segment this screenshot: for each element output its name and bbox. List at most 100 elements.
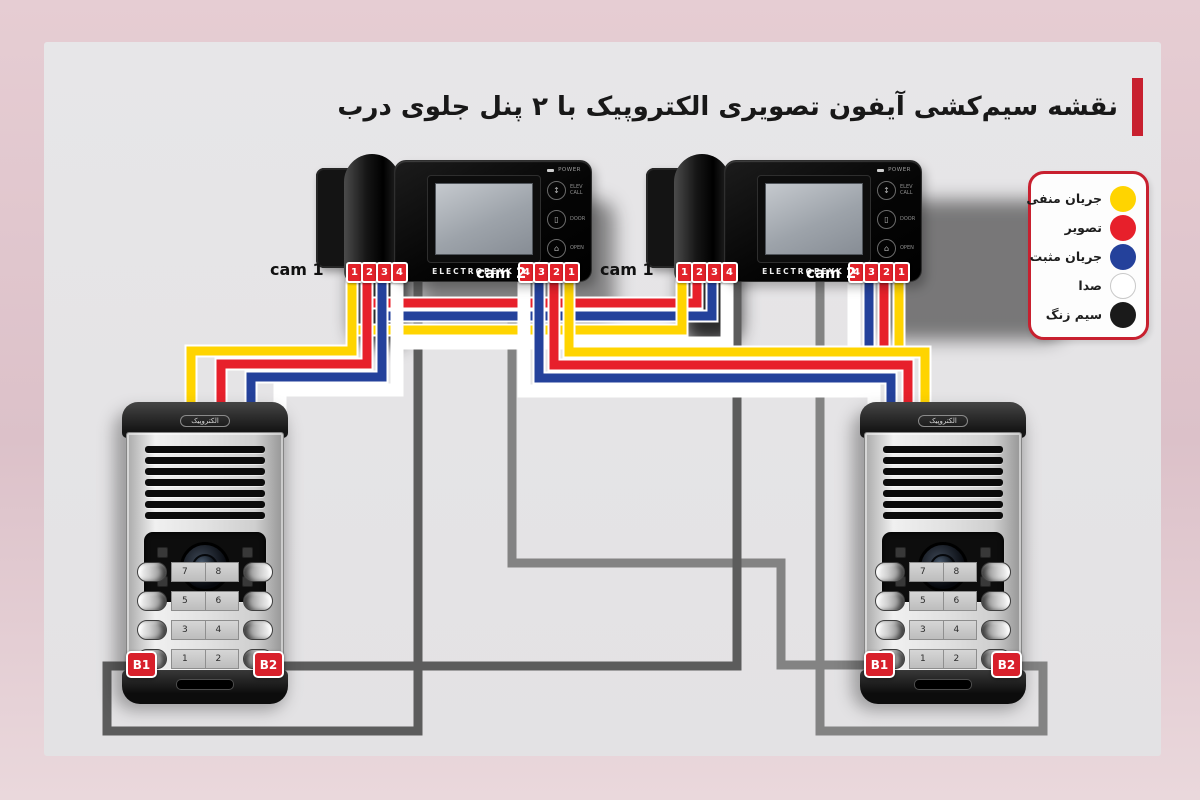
grille-slat — [145, 468, 265, 475]
call-button — [981, 562, 1011, 582]
door-panel-brand: الکتروپیک — [180, 414, 230, 428]
monitor-button-label: ELEV CALL — [900, 183, 913, 196]
cam1-terminal-4: 4 — [391, 262, 408, 283]
indoor-monitor-2: POWER ↕ELEV CALL▯DOOR⌂OPEN ELECTROPEYK c… — [600, 152, 922, 284]
bell-wire-panel1-b2 — [268, 268, 742, 671]
monitor-brand: ELECTROPEYK — [762, 267, 844, 276]
monitor-button-label: OPEN — [900, 244, 914, 251]
door-icon: ▯ — [877, 210, 896, 229]
monitor-brand: ELECTROPEYK — [432, 267, 514, 276]
black-wire-dot-icon — [1110, 301, 1136, 328]
unit-number: 5 — [182, 596, 188, 606]
grille-slat — [883, 501, 1003, 508]
speaker-slot — [914, 679, 972, 690]
unit-number: 6 — [204, 592, 239, 610]
door-panel-brand: الکتروپیک — [918, 414, 968, 428]
legend-item: تصویر — [1041, 213, 1136, 242]
bell-wire-panel2-b2 — [815, 268, 1048, 736]
grille-slat — [145, 457, 265, 464]
monitor-buttons: ↕ELEV CALL ▯ DOOR ⌂ OPEN — [547, 181, 591, 268]
unit-number: 1 — [182, 654, 188, 664]
power-indicator: POWER — [547, 167, 581, 173]
monitor-button: ▯ DOOR — [547, 210, 591, 229]
monitor-screen-bezel — [757, 175, 871, 263]
open-lock-icon: ⌂ — [547, 239, 566, 258]
monitor-screen — [435, 183, 533, 255]
cam1-terminal-4: 4 — [721, 262, 738, 283]
call-button — [981, 591, 1011, 611]
unit-number: 3 — [182, 625, 188, 635]
monitor-button: ⌂ OPEN — [547, 239, 591, 258]
speaker-grille — [145, 446, 265, 523]
monitor-button-label: ELEV CALL — [570, 183, 583, 196]
monitor-button-label: DOOR — [570, 215, 586, 222]
grille-slat — [145, 512, 265, 519]
call-button — [243, 591, 273, 611]
cam2-terminal-4: 4 — [518, 262, 535, 283]
legend-label: جریان منفی — [1026, 191, 1102, 206]
legend-label: سیم زنگ — [1045, 307, 1102, 322]
cam2-label: cam 2 — [806, 264, 857, 282]
bell-wire-panel1-b1 — [102, 268, 423, 736]
cam2-terminal-4: 4 — [848, 262, 865, 283]
monitor-handset — [674, 154, 730, 282]
red-wire-dot-icon — [1110, 214, 1136, 241]
monitor-button-label: DOOR — [900, 215, 916, 222]
monitor-buttons: ↕ELEV CALL▯DOOR⌂OPEN — [877, 181, 921, 268]
cam1-label: cam 1 — [270, 260, 324, 279]
unit-number: 2 — [942, 650, 977, 668]
legend-item: جریان منفی — [1026, 184, 1136, 213]
monitor-button: ↕ELEV CALL — [547, 181, 591, 200]
call-button — [137, 562, 167, 582]
grille-slat — [883, 446, 1003, 453]
monitor-screen — [765, 183, 863, 255]
monitor-button-label: OPEN — [570, 244, 584, 251]
unit-number: 2 — [204, 650, 239, 668]
unit-number: 4 — [942, 621, 977, 639]
terminal-b1-badge: B1 — [864, 651, 895, 678]
unit-number: 7 — [920, 567, 926, 577]
legend-item: جریان مثبت — [1030, 242, 1136, 271]
unit-number: 7 — [182, 567, 188, 577]
video-bus-cam2 — [549, 268, 913, 435]
monitor-button: ▯ DOOR — [877, 210, 921, 229]
grille-slat — [883, 512, 1003, 519]
page-title: نقشه سیم‌کشی آیفون تصویری الکتروپیک با ۲… — [337, 92, 1118, 122]
call-button — [137, 620, 167, 640]
cam1-label: cam 1 — [600, 260, 654, 279]
call-button — [243, 562, 273, 582]
power-led-icon — [547, 168, 555, 172]
power-label: POWER — [558, 167, 581, 173]
door-icon: ▯ — [547, 210, 566, 229]
title-accent-bar — [1132, 78, 1143, 136]
grille-slat — [145, 490, 265, 497]
monitor-body: POWER ↕ELEV CALL▯DOOR⌂OPEN ELECTROPEYK — [724, 160, 922, 282]
call-button — [875, 620, 905, 640]
legend-label: تصویر — [1064, 220, 1102, 235]
monitor-button: ⌂OPEN — [877, 239, 921, 258]
cam2-label: cam 2 — [476, 264, 527, 282]
grille-slat — [883, 468, 1003, 475]
title-block: نقشه سیم‌کشی آیفون تصویری الکتروپیک با ۲… — [337, 78, 1143, 136]
monitor-body: POWER ↕ELEV CALL ▯ DOOR ⌂ OPEN ELECTROPEYK — [394, 160, 592, 282]
grille-slat — [883, 457, 1003, 464]
grille-slat — [145, 446, 265, 453]
monitor-handset — [344, 154, 400, 282]
call-button — [875, 591, 905, 611]
